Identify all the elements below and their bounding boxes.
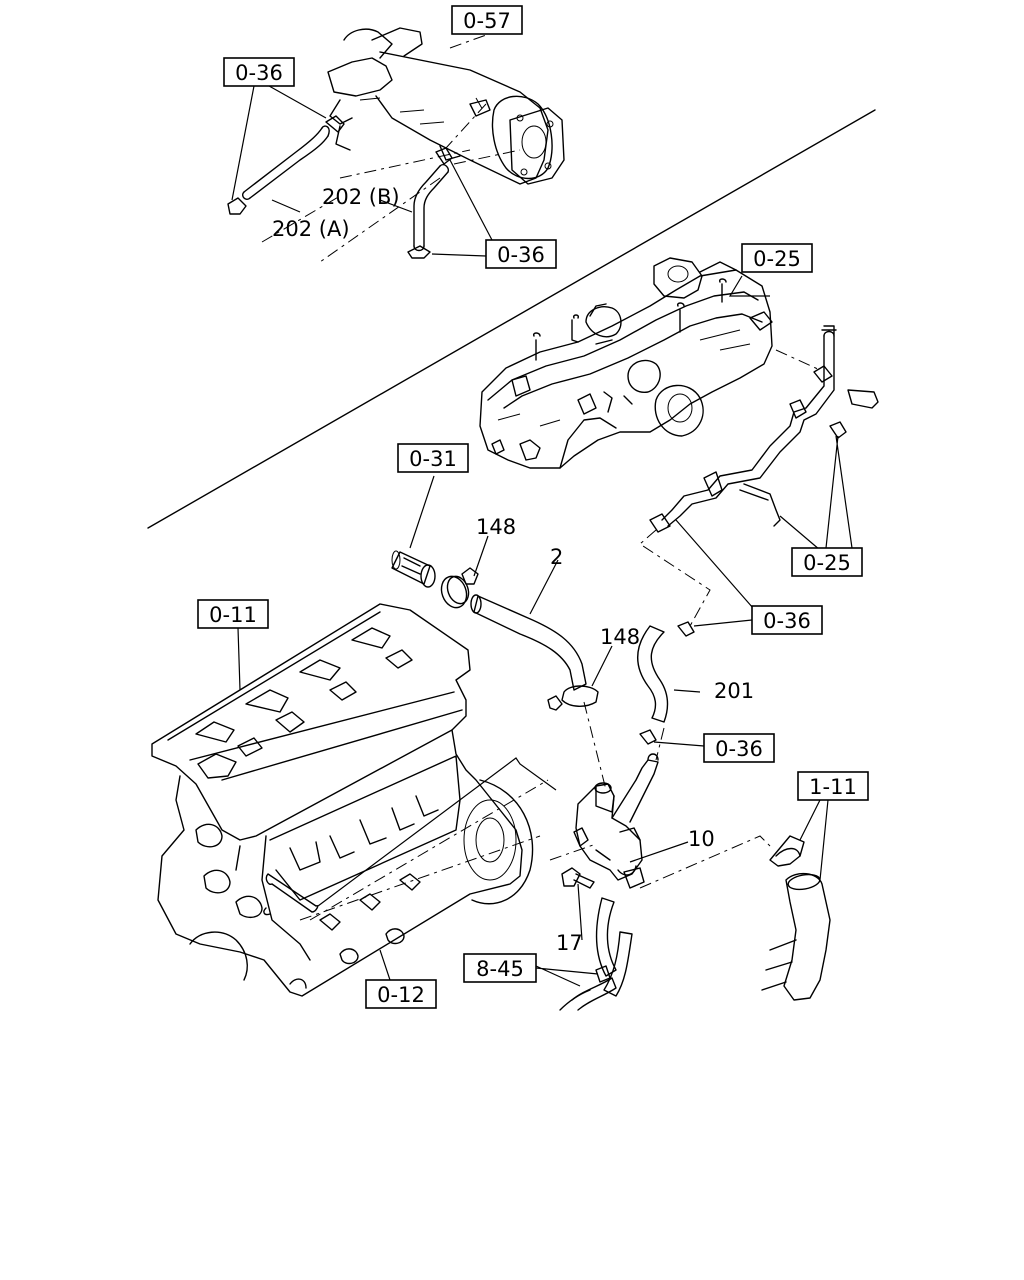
callout-label: 0-36 [763, 609, 811, 633]
callout-crankcase: 0-12 [365, 979, 437, 1009]
bolt-17 [561, 867, 595, 889]
mid-dash-lines [583, 701, 665, 791]
label-hose-202b: 202 (B) [322, 185, 400, 209]
hose-2 [470, 594, 587, 691]
heater-hoses [559, 897, 633, 1011]
water-pipe [391, 550, 436, 588]
manifold-dash-lines [639, 349, 821, 627]
egr-leader-lines [231, 81, 493, 257]
callout-clamp-mid: 0-36 [751, 605, 823, 635]
label-hose-201: 201 [714, 679, 754, 703]
thermostat-housing [573, 753, 659, 889]
callout-label: 0-25 [753, 247, 801, 271]
callout-thermostat: 1-11 [797, 771, 869, 801]
mid-leader-lines [409, 475, 761, 747]
callout-label: 0-36 [235, 61, 283, 85]
callout-label: 0-36 [715, 737, 763, 761]
callout-label: 0-36 [497, 243, 545, 267]
callout-label: 0-31 [409, 447, 457, 471]
callout-manifold-top: 0-25 [741, 243, 813, 273]
callout-label: 0-12 [377, 983, 425, 1007]
radiator-hose [761, 835, 831, 1001]
callout-label: 0-57 [463, 9, 511, 33]
hose-202b [407, 147, 453, 259]
callout-cylinder-block: 0-11 [197, 599, 269, 629]
label-clamp-148-mid: 148 [600, 625, 640, 649]
egr-cooler [327, 27, 565, 185]
callout-heater-hose: 8-45 [463, 953, 537, 983]
callout-manifold-bolts: 0-25 [791, 547, 863, 577]
radiator-leader-lines [799, 799, 829, 881]
callout-clamp-top: 0-36 [485, 239, 557, 269]
section-divider-line [147, 109, 876, 529]
callout-label: 0-25 [803, 551, 851, 575]
block-dash-lines [299, 779, 549, 921]
callout-pipe-ref: 0-31 [397, 443, 469, 473]
callout-clamp-lower: 0-36 [703, 733, 775, 763]
clamp-148-mid [547, 685, 599, 711]
callout-egr-cooler-ref: 0-57 [451, 5, 523, 35]
label-housing-10: 10 [688, 827, 715, 851]
label-hose-202a: 202 (A) [272, 217, 350, 241]
callout-label: 0-11 [209, 603, 257, 627]
egr-dash-lines [261, 29, 521, 263]
hose-201 [636, 621, 695, 745]
callout-clamp-top-left: 0-36 [223, 57, 295, 87]
manifold-leader-lines [728, 275, 853, 551]
label-clamp-148-top: 148 [476, 515, 516, 539]
hose-202a [227, 115, 345, 215]
cylinder-block [151, 603, 534, 997]
callout-label: 1-11 [809, 775, 857, 799]
heater-leader-lines [535, 965, 599, 987]
intake-manifold [479, 257, 773, 469]
callout-label: 8-45 [476, 957, 524, 981]
housing-dash-lines [549, 835, 771, 889]
label-bolt-17: 17 [556, 931, 583, 955]
egr-pipe [649, 325, 879, 533]
block-leader-lines [237, 627, 557, 981]
label-hose-2: 2 [550, 545, 563, 569]
housing-leader-lines [577, 841, 689, 941]
clamp-148-top [440, 567, 479, 609]
